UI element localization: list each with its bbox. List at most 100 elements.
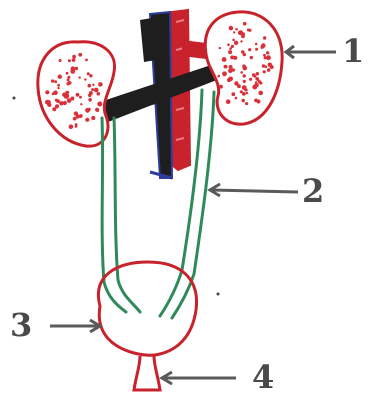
kidney-dot <box>243 80 246 83</box>
kidney-dot <box>78 76 80 78</box>
kidney-dot <box>63 101 67 105</box>
kidney-dot <box>255 81 258 84</box>
kidney-dot <box>89 91 93 95</box>
kidney-dot <box>56 99 60 103</box>
label-4: 4 <box>252 358 274 396</box>
label-3: 3 <box>10 306 32 344</box>
kidney-dot <box>79 96 82 99</box>
kidney-dot <box>87 108 90 111</box>
kidney-dot <box>249 78 252 81</box>
kidney-dot <box>91 88 94 91</box>
kidney-dot <box>248 48 251 51</box>
kidney-dot <box>80 103 82 105</box>
kidney-dot <box>67 76 70 79</box>
kidney-dot <box>66 72 69 75</box>
kidney-dot <box>66 82 69 85</box>
kidney-dot <box>88 84 92 88</box>
kidney-dot <box>255 43 258 46</box>
kidney-dot <box>227 43 230 46</box>
kidney-dot <box>243 22 247 26</box>
kidney-dot <box>92 84 94 86</box>
kidney-dot <box>270 65 274 69</box>
kidney-dot <box>64 94 69 99</box>
arrow-2 <box>210 184 298 196</box>
kidney-dot <box>91 116 95 120</box>
stray-mark <box>13 97 16 100</box>
kidney-dot <box>53 90 58 95</box>
kidney-dot <box>57 87 59 89</box>
kidney-dot <box>68 59 71 62</box>
kidney-dot <box>59 59 62 62</box>
kidney-dot <box>71 66 76 71</box>
kidney-dot <box>70 97 74 101</box>
kidney-dot <box>54 80 57 83</box>
kidney-dot <box>254 99 258 103</box>
kidney-dot <box>75 125 78 128</box>
kidney-dot <box>85 118 89 122</box>
kidney-dot <box>231 45 234 48</box>
kidney-dot <box>78 53 82 57</box>
kidney-dot <box>243 53 246 56</box>
kidney-dot <box>240 40 242 42</box>
kidney-dot <box>219 85 223 89</box>
kidney-dot <box>261 43 266 48</box>
kidney-dot <box>266 51 269 54</box>
kidney-dot <box>55 104 59 108</box>
kidney-dot <box>95 89 98 92</box>
kidney-dot <box>74 111 78 115</box>
kidney-dot <box>98 82 103 87</box>
kidney-dot <box>57 84 60 87</box>
kidney-dot <box>229 26 234 31</box>
kidney-dot <box>237 84 241 88</box>
label-1: 1 <box>342 32 364 70</box>
kidney-dot <box>254 75 257 78</box>
kidney-dot <box>243 74 246 77</box>
stray-mark <box>217 293 220 296</box>
kidney-dot <box>242 64 246 68</box>
kidney-dot <box>228 50 232 54</box>
kidney-dot <box>250 56 253 59</box>
kidney-dot <box>229 65 233 69</box>
kidney-dot <box>241 99 245 103</box>
kidney-dot <box>222 71 227 76</box>
kidney-dot <box>67 78 70 81</box>
kidney-dot <box>234 41 238 45</box>
kidney-dot <box>87 72 90 75</box>
kidney-dot <box>230 55 234 59</box>
kidney-dot <box>263 54 266 57</box>
kidney-dot <box>96 109 99 112</box>
kidney-dot <box>222 57 227 62</box>
kidney-dot <box>241 32 245 36</box>
kidney-dot <box>69 124 74 129</box>
kidney-dot <box>252 85 257 90</box>
kidney-dot <box>231 92 235 96</box>
kidney-dot <box>235 97 238 100</box>
kidney-dot <box>240 90 243 93</box>
kidney-dot <box>262 64 266 68</box>
kidney-dot <box>76 93 80 97</box>
kidney-dot <box>217 75 220 78</box>
kidney-dot <box>47 103 51 107</box>
arrow-3 <box>50 320 100 332</box>
bladder <box>98 262 196 355</box>
kidney-dot <box>97 102 102 107</box>
right-kidney <box>205 12 282 124</box>
label-2: 2 <box>302 172 324 210</box>
kidney-dot <box>265 66 268 69</box>
kidney-dot <box>72 58 76 62</box>
vena-cava <box>100 12 222 178</box>
urethra <box>134 356 160 390</box>
kidney-dot <box>255 72 259 76</box>
kidney-dot <box>58 75 62 79</box>
kidney-dot <box>227 78 231 82</box>
arrow-4 <box>162 372 236 384</box>
kidney-dot <box>51 79 54 82</box>
kidney-dot <box>84 78 86 80</box>
kidney-dot <box>246 92 248 94</box>
kidney-dot <box>233 31 235 33</box>
kidney-dot <box>266 55 271 60</box>
kidney-dot <box>85 59 88 62</box>
kidney-dot <box>242 85 247 90</box>
kidney-dot <box>97 92 101 96</box>
